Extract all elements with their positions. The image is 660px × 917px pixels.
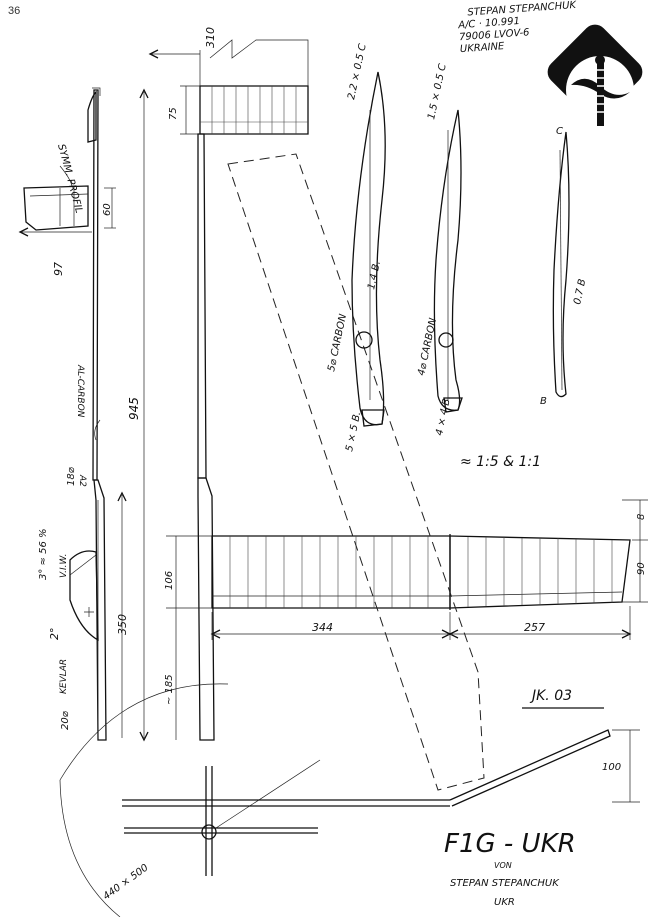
propeller-badge-icon (547, 24, 643, 126)
dim-18: 18⌀ (66, 466, 77, 486)
label-a2: A2 (77, 474, 87, 487)
section-1-tip-label: 2.2 × 0.5 C (346, 43, 369, 101)
section-3-tip-label: C (556, 126, 563, 137)
label-2deg: 2° (48, 628, 61, 641)
dim-310: 310 (204, 27, 217, 48)
label-kevlar: KEVLAR (59, 659, 69, 694)
designer-address: STEPAN STEPANCHUK A/C · 10.991 79006 LVO… (457, 0, 578, 55)
title-country: UKR (494, 897, 515, 908)
dim-945: 945 (127, 397, 141, 420)
dim-8: 8 (636, 514, 647, 520)
section-3-thickness-label: 0.7 B (572, 278, 588, 306)
wing-section-root: 2.2 × 0.5 C 1.4 B. 5⌀ CARBON 5 × 5 B. (326, 43, 386, 453)
wing-section-tip: C 0.7 B B (540, 126, 588, 407)
label-viw: V.I.W. (59, 553, 69, 578)
model-title: F1G - UKR (444, 829, 576, 859)
dim-97: 97 (52, 262, 65, 276)
label-incidence: 3° ≈ 56 % (38, 528, 49, 580)
title-block: F1G - UKR VON STEPAN STEPANCHUK UKR (444, 829, 576, 908)
address-line-1: STEPAN STEPANCHUK (467, 0, 578, 19)
section-1-le-label: 5 × 5 B. (344, 411, 363, 453)
dim-100: 100 (602, 762, 621, 773)
dim-60: 60 (102, 203, 113, 216)
label-symm-profil: SYMM. PROFIL (55, 143, 84, 215)
dim-185: ~ 185 (164, 674, 175, 705)
dim-90: 90 (636, 562, 647, 575)
scale-note: ≈ 1:5 & 1:1 (460, 454, 541, 470)
address-line-3: 79006 LVOV-6 (459, 27, 530, 43)
address-line-4: UKRAINE (460, 41, 506, 55)
label-al-carbon: AL-CARBON (75, 364, 85, 418)
section-2-tip-label: 1.5 × 0.5 C (426, 63, 449, 121)
fuselage-side-view: 945 350 60 97 SYMM. PROFIL AL-CARBON A2 … (18, 87, 149, 742)
dim-106: 106 (164, 571, 175, 590)
dim-20: 20⌀ (60, 710, 71, 730)
title-author: STEPAN STEPANCHUK (450, 878, 560, 889)
signature: JK. 03 (529, 688, 572, 704)
top-view: 310 75 106 (148, 27, 648, 791)
section-1-spar-label: 5⌀ CARBON (326, 313, 349, 373)
address-line-2: A/C · 10.991 (457, 16, 520, 31)
section-1-thickness-label: 1.4 B. (366, 260, 383, 291)
dim-440x500: 440 × 500 (101, 862, 150, 902)
dim-257: 257 (524, 621, 545, 634)
dim-350: 350 (116, 614, 129, 635)
title-von: VON (494, 861, 512, 870)
section-3-le-label: B (540, 396, 547, 407)
page-number: 36 (8, 5, 20, 17)
wing-section-mid: 1.5 × 0.5 C 4⌀ CARBON 4 × 4 B. (416, 63, 463, 437)
dim-344: 344 (312, 621, 333, 634)
section-2-le-label: 4 × 4 B. (434, 395, 453, 437)
dim-75: 75 (168, 107, 179, 120)
